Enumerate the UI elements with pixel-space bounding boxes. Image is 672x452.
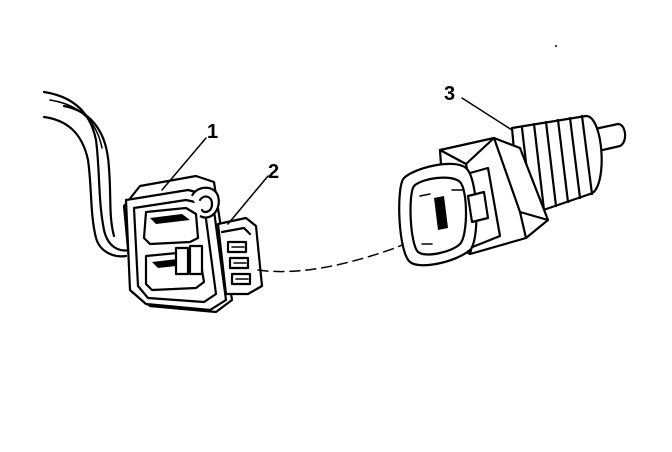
callout-2-label: 2 <box>268 161 279 183</box>
alignment-line <box>257 213 459 273</box>
connector-terminal <box>216 216 264 296</box>
callout-3-label: 3 <box>444 83 455 105</box>
callout-leaders <box>161 97 513 225</box>
callout-1-label: 1 <box>207 121 218 143</box>
temperature-sensor <box>398 114 627 267</box>
speck-mark <box>555 45 557 47</box>
connector-housing <box>122 174 234 314</box>
wire-harness <box>42 90 132 258</box>
